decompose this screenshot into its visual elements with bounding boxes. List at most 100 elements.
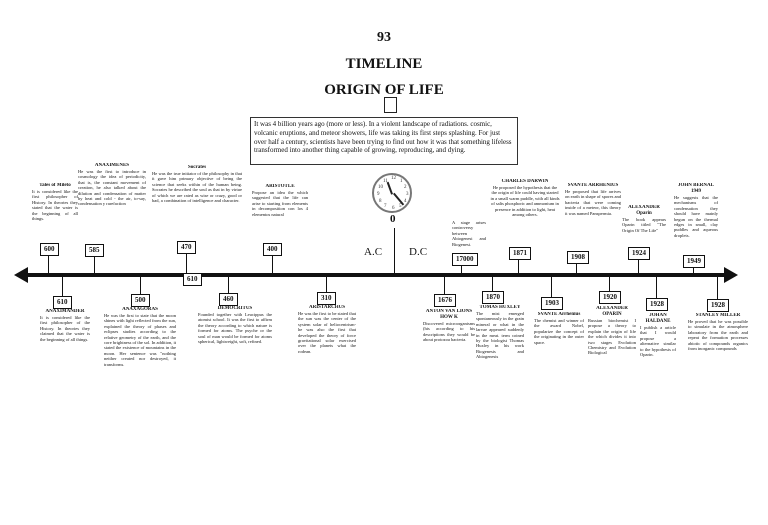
clock-num: 5 — [399, 204, 402, 209]
event-name: SVANTE ARRHENIUS — [567, 183, 619, 188]
event-text: He was the true initiator of the philoso… — [152, 171, 242, 203]
event-anaximenes: ANAXIMENES He was the first to introduce… — [78, 163, 146, 241]
clock-num: 4 — [404, 199, 407, 204]
clock-num: 6 — [392, 206, 395, 211]
tick — [94, 256, 95, 274]
era-divider — [394, 228, 395, 276]
event-text: He proposed the hypothesis that the the … — [490, 185, 560, 217]
intro-text: It was 4 billion years ago (more or less… — [250, 117, 518, 165]
event-oparin: ALEXANDER OPARIN Russian biochemist I pr… — [588, 306, 636, 386]
event-text: Discovered microorganisms (his according… — [423, 321, 475, 343]
event-name: ANAXIMANDER — [45, 309, 85, 314]
clock-hour-hand — [387, 181, 393, 195]
event-text: The chemist and winner of the award Nobe… — [534, 318, 584, 345]
event-name: ARISTARCHUS — [308, 305, 346, 310]
clock-num: 1 — [400, 179, 403, 184]
year-label: 460 — [219, 293, 238, 306]
clock-num: 9 — [377, 192, 380, 197]
tick — [326, 277, 327, 293]
event-leeuwenhoek: ANTON VAN LIONS HOW K Discovered microor… — [423, 309, 475, 361]
tick — [186, 252, 187, 274]
event-bernal: JOHN BERNAL 1949 He suggests that the me… — [674, 183, 718, 243]
year-label: 1928 — [707, 299, 729, 312]
tick — [656, 277, 657, 299]
year-label: 470 — [177, 241, 196, 254]
clock-num: 12 — [391, 176, 396, 181]
era-ad: D.C — [409, 246, 428, 258]
tick — [140, 277, 141, 295]
tick — [444, 277, 445, 295]
event-text: A stage arises controversy between Abiog… — [452, 220, 486, 247]
clock-num: 3 — [406, 192, 409, 197]
year-label: 310 — [317, 292, 336, 305]
page-subtitle: ORIGIN OF LIFE — [324, 82, 444, 98]
event-text: He suggests that the mechanisms of conde… — [674, 195, 718, 238]
event-name: SVANTE Arrhenius — [537, 312, 581, 317]
event-name: TOMAS HUXLEY — [479, 305, 521, 310]
event-name: JOHAN HALDANE — [645, 313, 671, 324]
event-text: It is considered like the first philosop… — [40, 315, 90, 342]
event-socrates: Socrates He was the true initiator of th… — [152, 165, 242, 239]
year-label: 585 — [85, 244, 104, 257]
event-name: ANAXAGORAS — [122, 307, 158, 312]
year-label: 1871 — [509, 247, 531, 260]
event-text: Founded together with Leucippus the atom… — [198, 312, 272, 344]
event-name: CHARLES DARWIN — [501, 179, 549, 184]
tick — [717, 277, 718, 299]
event-text: He was the first to introduce in cosmolo… — [78, 169, 146, 207]
event-text: The mist emerged spontaneously in the gr… — [476, 311, 524, 360]
event-arrhenius-b: SVANTE Arrhenius The chemist and winner … — [534, 312, 584, 370]
axis-arrow-left — [14, 267, 28, 283]
tick — [461, 264, 462, 274]
event-name: STANLEY MILLER — [695, 313, 741, 318]
page-number: 93 — [377, 30, 391, 45]
tick — [62, 277, 63, 297]
year-label: 1676 — [434, 294, 456, 307]
clock-num: 7 — [384, 204, 387, 209]
event-text: Russian biochemist I propose a theory to… — [588, 318, 636, 356]
event-thales: Tales of Mileto It is considered like th… — [32, 183, 78, 239]
event-text: It is considered like the first philosop… — [32, 189, 78, 221]
tick — [576, 262, 577, 274]
event-darwin: CHARLES DARWIN He proposed the hypothesi… — [490, 179, 560, 245]
axis-arrow-right — [724, 267, 738, 283]
event-miller: STANLEY MILLER He proved that he was pos… — [688, 313, 748, 393]
event-name: ALEXANDER OPARIN — [596, 306, 628, 317]
tick — [518, 258, 519, 274]
event-huxley: TOMAS HUXLEY The mist emerged spontaneou… — [476, 305, 524, 415]
event-text: Propose an idea the which suggested that… — [252, 190, 308, 217]
event-haldane: JOHAN HALDANE I publish a article that I… — [640, 313, 676, 383]
year-label: 1949 — [683, 255, 705, 268]
event-arrhenius: SVANTE ARRHENIUS He proposed that life a… — [565, 183, 621, 247]
event-text: He was the first to be stated that the s… — [298, 311, 356, 354]
event-democritus: DEMOCRITUS Founded together with Leucipp… — [198, 306, 272, 376]
tick — [492, 277, 493, 291]
event-name: ALEXANDER Oparin — [628, 205, 660, 216]
event-text: The book appears Oparin titled "The Orig… — [622, 217, 666, 233]
event-name: Tales of Mileto — [39, 183, 71, 188]
event-aristarchus: ARISTARCHUS He was the first to be state… — [298, 305, 356, 391]
year-label: 600 — [40, 243, 59, 256]
placeholder-box — [384, 97, 397, 113]
tick — [48, 254, 49, 274]
clock-num: 8 — [379, 199, 382, 204]
timeline-axis — [26, 273, 726, 277]
year-label: 1928 — [646, 298, 668, 311]
event-text: He proved that he was possible to simula… — [688, 319, 748, 351]
era-bc: A.C — [364, 246, 383, 258]
clock-num: 11 — [383, 179, 388, 184]
event-aristotle: ARISTOTLE Propose an idea the which sugg… — [252, 184, 308, 240]
clock-icon: 12 3 6 9 1 2 4 5 7 8 10 11 — [372, 173, 412, 213]
event-text: He proposed that life arrives on earth i… — [565, 189, 621, 216]
event-anaxagoras: ANAXAGORAS He was the first to state tha… — [104, 307, 176, 395]
tick — [228, 277, 229, 295]
year-label: 400 — [263, 243, 282, 256]
tick — [638, 258, 639, 274]
year-label: 610 — [53, 296, 72, 309]
tick — [693, 266, 694, 274]
event-anaximander: ANAXIMANDER It is considered like the fi… — [40, 309, 90, 369]
tick — [272, 254, 273, 274]
year-label: 610 — [183, 273, 202, 286]
year-label: 1870 — [482, 291, 504, 304]
event-name: JOHN BERNAL 1949 — [678, 183, 714, 194]
